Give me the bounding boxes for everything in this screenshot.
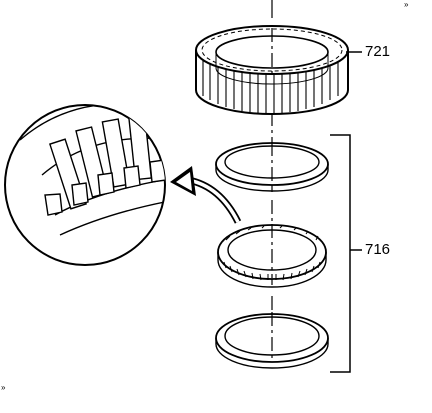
part-716-label: 716 [365, 241, 391, 258]
part-721-splined-race [195, 25, 349, 115]
detail-arrow [170, 166, 242, 224]
corner-mark-top-right: » [404, 0, 409, 9]
corner-mark-bottom-left: » [1, 383, 6, 392]
bearing-detail-callout [4, 104, 166, 266]
part-721-label: 721 [365, 43, 391, 60]
part-716-bracket [330, 134, 362, 373]
part-716-lower-thrust-washer [215, 313, 329, 369]
